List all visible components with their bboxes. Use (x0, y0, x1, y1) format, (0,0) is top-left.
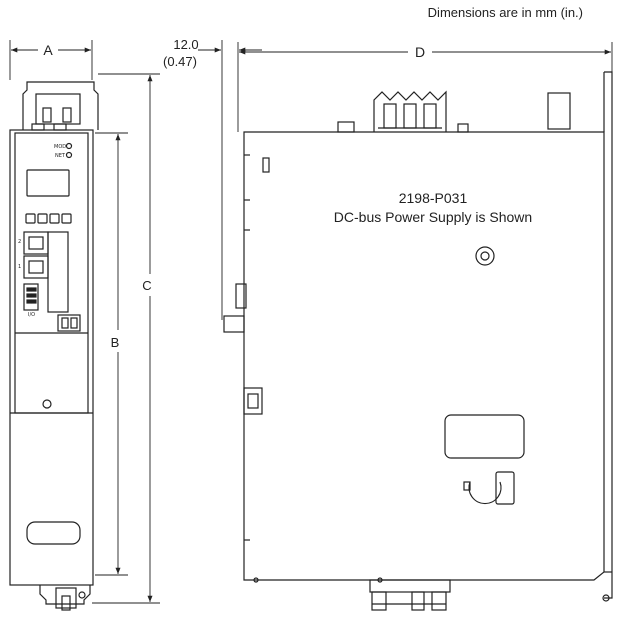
side-tab (223, 315, 245, 333)
dc-bus-connector (373, 90, 447, 132)
port-2-label: 2 (18, 239, 21, 245)
offset-in-label: (0.47) (163, 54, 197, 69)
side-connector (235, 283, 247, 309)
dimension-d-label: D (415, 44, 425, 60)
indicator-window (262, 157, 270, 173)
ethernet-port-1 (23, 255, 49, 279)
mod-label: MOD (54, 144, 66, 150)
keyhole (475, 246, 495, 266)
dimension-b (95, 132, 128, 576)
bottom-mounting-tab (39, 585, 91, 605)
keypad-button (61, 213, 72, 224)
power-connector (57, 314, 81, 332)
front-body (9, 129, 94, 586)
bottom-connector (369, 579, 451, 593)
dimension-offset (198, 40, 262, 320)
side-body (243, 131, 605, 581)
front-view (9, 81, 99, 611)
rear-rail (604, 71, 613, 599)
net-label: NET (55, 153, 66, 159)
model-label: 2198-P031 (399, 190, 468, 206)
front-screw (42, 399, 52, 409)
mod-led (65, 142, 73, 150)
top-stud (337, 121, 355, 133)
ethernet-port-2 (23, 231, 49, 255)
keypad-button (25, 213, 36, 224)
dimension-c-label: C (142, 278, 151, 293)
dimension-d (237, 42, 613, 132)
front-face-upper (14, 132, 89, 414)
net-led (65, 151, 73, 159)
dimension-a (9, 40, 93, 80)
top-post (547, 92, 571, 130)
side-latch (243, 387, 263, 415)
io-connector (23, 283, 39, 311)
label-window (444, 414, 525, 459)
units-note: Dimensions are in mm (in.) (428, 5, 583, 20)
port-1-label: 1 (18, 264, 21, 270)
display-window (26, 169, 70, 197)
offset-mm-label: 12.0 (173, 37, 198, 52)
top-mounting-tab (22, 81, 99, 130)
keypad-button (37, 213, 48, 224)
side-view (223, 71, 613, 611)
io-label: I/O (28, 312, 35, 318)
label-slot (26, 521, 81, 545)
keypad-button (49, 213, 60, 224)
dimension-c (92, 73, 160, 604)
dimension-b-label: B (111, 335, 120, 350)
caption-label: DC-bus Power Supply is Shown (334, 209, 532, 225)
dimension-a-label: A (43, 42, 53, 58)
